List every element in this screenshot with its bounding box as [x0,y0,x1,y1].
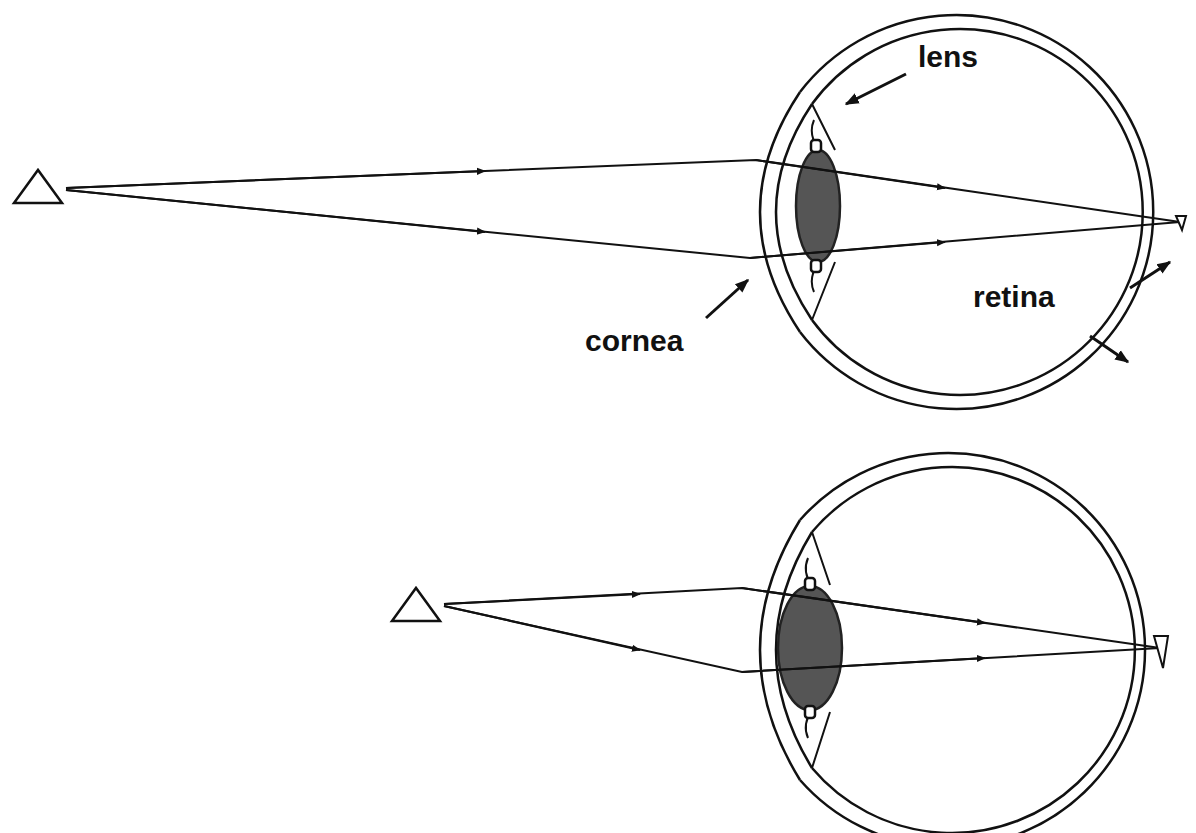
leader-arrows [706,74,1170,362]
part-label: cornea [585,326,683,356]
light-rays-near [392,588,1168,672]
part-label: lens [918,42,978,72]
part-label: retina [973,282,1055,312]
eye-near [760,453,1145,833]
light-rays-far [14,160,1186,258]
eye-far [760,15,1153,409]
